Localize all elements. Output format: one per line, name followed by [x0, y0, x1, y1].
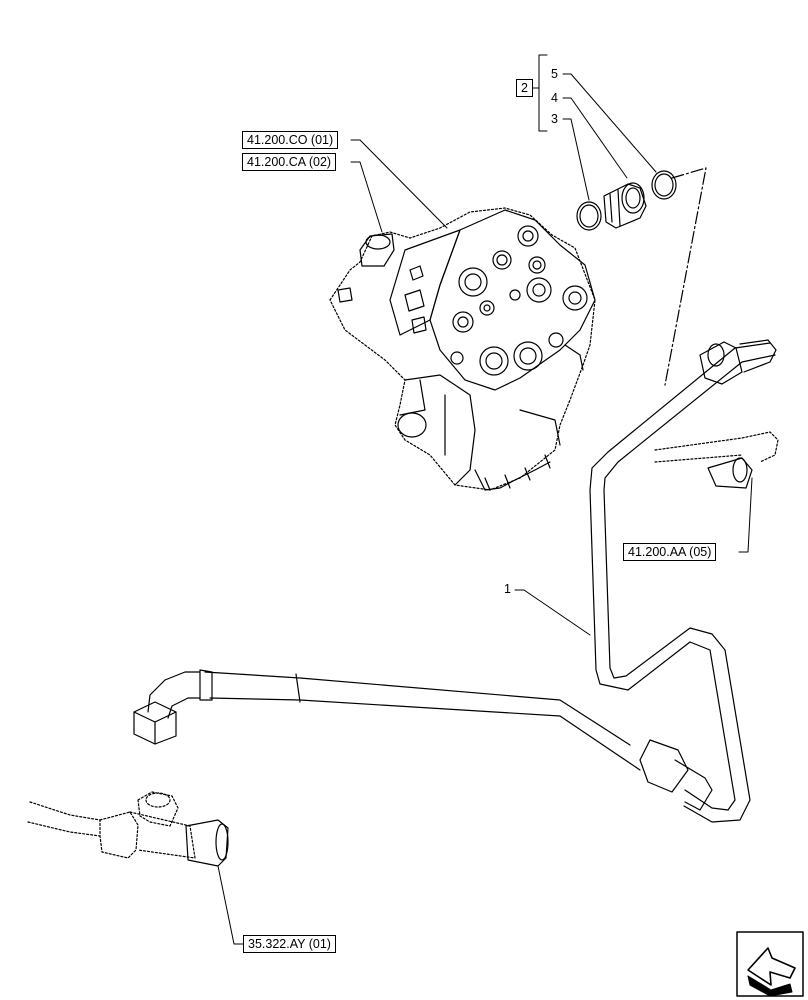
- assembly-centerline: [664, 167, 707, 386]
- leader-lines: [217, 54, 753, 945]
- next-page-arrow-icon[interactable]: [736, 931, 804, 997]
- fitting-adaptor: [576, 170, 677, 231]
- callout-item-1: 1: [504, 582, 511, 596]
- steering-pipe: [589, 339, 777, 823]
- callout-item-3: 3: [551, 112, 558, 126]
- ref-label-co[interactable]: 41.200.CO (01): [242, 131, 339, 149]
- hose: [133, 669, 713, 811]
- steering-unit: [329, 207, 596, 491]
- adjacent-pipe: [654, 431, 779, 489]
- callout-group: 2: [516, 79, 533, 97]
- ref-label-aa[interactable]: 41.200.AA (05): [623, 543, 717, 561]
- tee-fitting: [27, 791, 229, 867]
- ref-label-ca[interactable]: 41.200.CA (02): [242, 153, 337, 171]
- ref-label-ay[interactable]: 35.322.AY (01): [243, 935, 336, 953]
- callout-item-4: 4: [551, 91, 558, 105]
- callout-item-5: 5: [551, 67, 558, 81]
